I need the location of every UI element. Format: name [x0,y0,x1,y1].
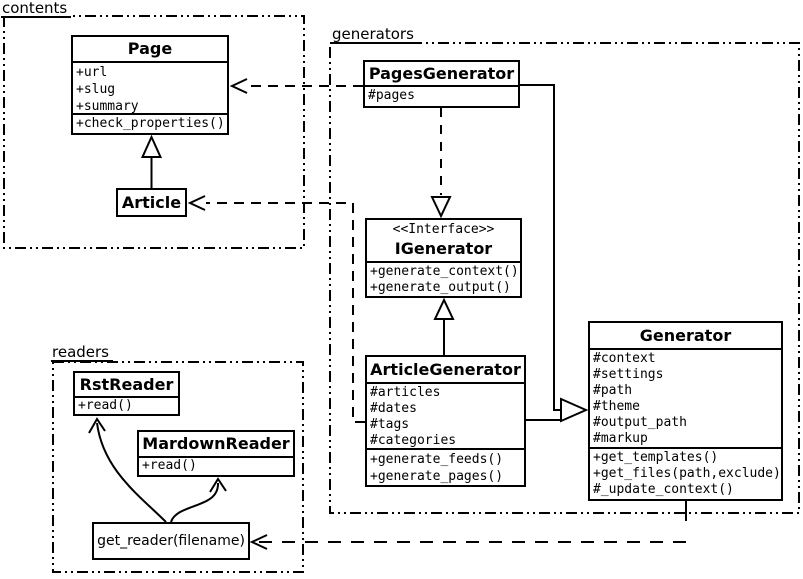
class-attributes-pagesgenerator: #pages [365,85,518,106]
class-attribute: +summary [76,99,139,113]
package-generators-border [329,42,800,514]
class-attribute: +slug [76,82,116,97]
class-method: +generate_context() [370,264,519,279]
package-readers-border [52,361,304,573]
class-method: +read() [142,458,197,473]
class-title-article: Article [121,193,182,212]
association-getreader-to-mardownreader-arrowhead [209,477,227,493]
class-attributes-articlegenerator: #articles #dates #tags #categories [367,382,524,448]
association-getreader-to-mardownreader-line [170,482,220,523]
dependency-generator-to-getreader-arrowhead [249,534,268,550]
realization-pagesgenerator-to-igenerator-arrowhead [430,196,452,219]
class-method: +get_files(path,exclude) [593,466,781,481]
class-attribute: #dates [370,401,417,416]
class-box-page: Page +url +slug +summary +check_properti… [71,35,229,135]
class-title-igenerator: <<Interface>> IGenerator [367,220,520,261]
package-generators-label: generators [331,26,418,44]
class-attribute: #markup [593,431,648,446]
class-box-generator: Generator #context #settings #path #them… [588,321,783,501]
class-box-rstreader: RstReader +read() [73,371,180,416]
class-attributes-page: +url +slug +summary [73,61,227,113]
package-contents-label: contents [1,0,72,18]
class-title-rstreader: RstReader [79,375,174,394]
generalization-to-generator-arrowhead [560,397,589,423]
association-getreader-to-rstreader-arrowhead [88,417,106,434]
class-methods-rstreader: +read() [75,396,178,414]
class-attribute: #output_path [593,415,687,430]
class-attribute: #articles [370,385,441,400]
class-methods-page: +check_properties() [73,113,227,133]
class-methods-generator: +get_templates() +get_files(path,exclude… [590,447,781,499]
class-methods-igenerator: +generate_context() +generate_output() [367,261,520,296]
generalization-pagesgenerator-to-generator-line [520,84,560,411]
dependency-articlegenerator-to-article-arrowhead [187,195,206,211]
class-title-page: Page [127,39,173,58]
generalization-article-to-page-arrowhead [140,134,163,158]
class-title-pagesgenerator: PagesGenerator [368,64,515,83]
class-box-articlegenerator: ArticleGenerator #articles #dates #tags … [365,355,526,487]
class-title-mardownreader: MardownReader [142,434,290,453]
class-title-generator: Generator [639,326,732,345]
class-box-article: Article [116,188,187,217]
class-attribute: #categories [370,433,457,448]
class-attribute: #settings [593,367,664,382]
function-box-getreader: get_reader(filename) [92,522,250,560]
class-method: +read() [78,398,133,413]
class-attribute: +url [76,65,108,80]
class-title-articlegenerator: ArticleGenerator [370,360,521,379]
class-method: +get_templates() [593,450,719,465]
class-attribute: #tags [370,417,410,432]
generalization-articlegenerator-to-igenerator-arrowhead [433,297,455,320]
class-attribute: #path [593,383,633,398]
class-method: +generate_pages() [370,469,504,484]
class-methods-mardownreader: +read() [139,456,293,475]
class-method: +generate_feeds() [370,452,504,467]
package-contents-border [3,15,305,249]
class-box-mardownreader: MardownReader +read() [137,430,295,477]
class-box-pagesgenerator: PagesGenerator #pages [363,60,520,108]
class-attribute: #context [593,351,656,366]
class-attribute: #pages [368,88,415,103]
class-box-igenerator: <<Interface>> IGenerator +generate_conte… [365,218,522,298]
class-method: #_update_context() [593,482,734,497]
class-methods-articlegenerator: +generate_feeds() +generate_pages() [367,448,524,485]
class-name-igenerator: IGenerator [394,239,493,258]
function-label-getreader: get_reader(filename) [97,533,245,549]
class-method: +generate_output() [370,280,511,295]
dependency-articlegenerator-to-article-line [206,202,365,423]
class-stereotype-igenerator: <<Interface>> [392,222,495,237]
package-readers-label: readers [51,344,113,362]
class-method: +check_properties() [76,116,225,131]
association-getreader-to-rstreader-line [96,422,167,523]
class-attributes-generator: #context #settings #path #theme #output_… [590,348,781,447]
class-attribute: #theme [593,399,640,414]
dependency-pagesgenerator-to-page-arrowhead [229,78,248,94]
